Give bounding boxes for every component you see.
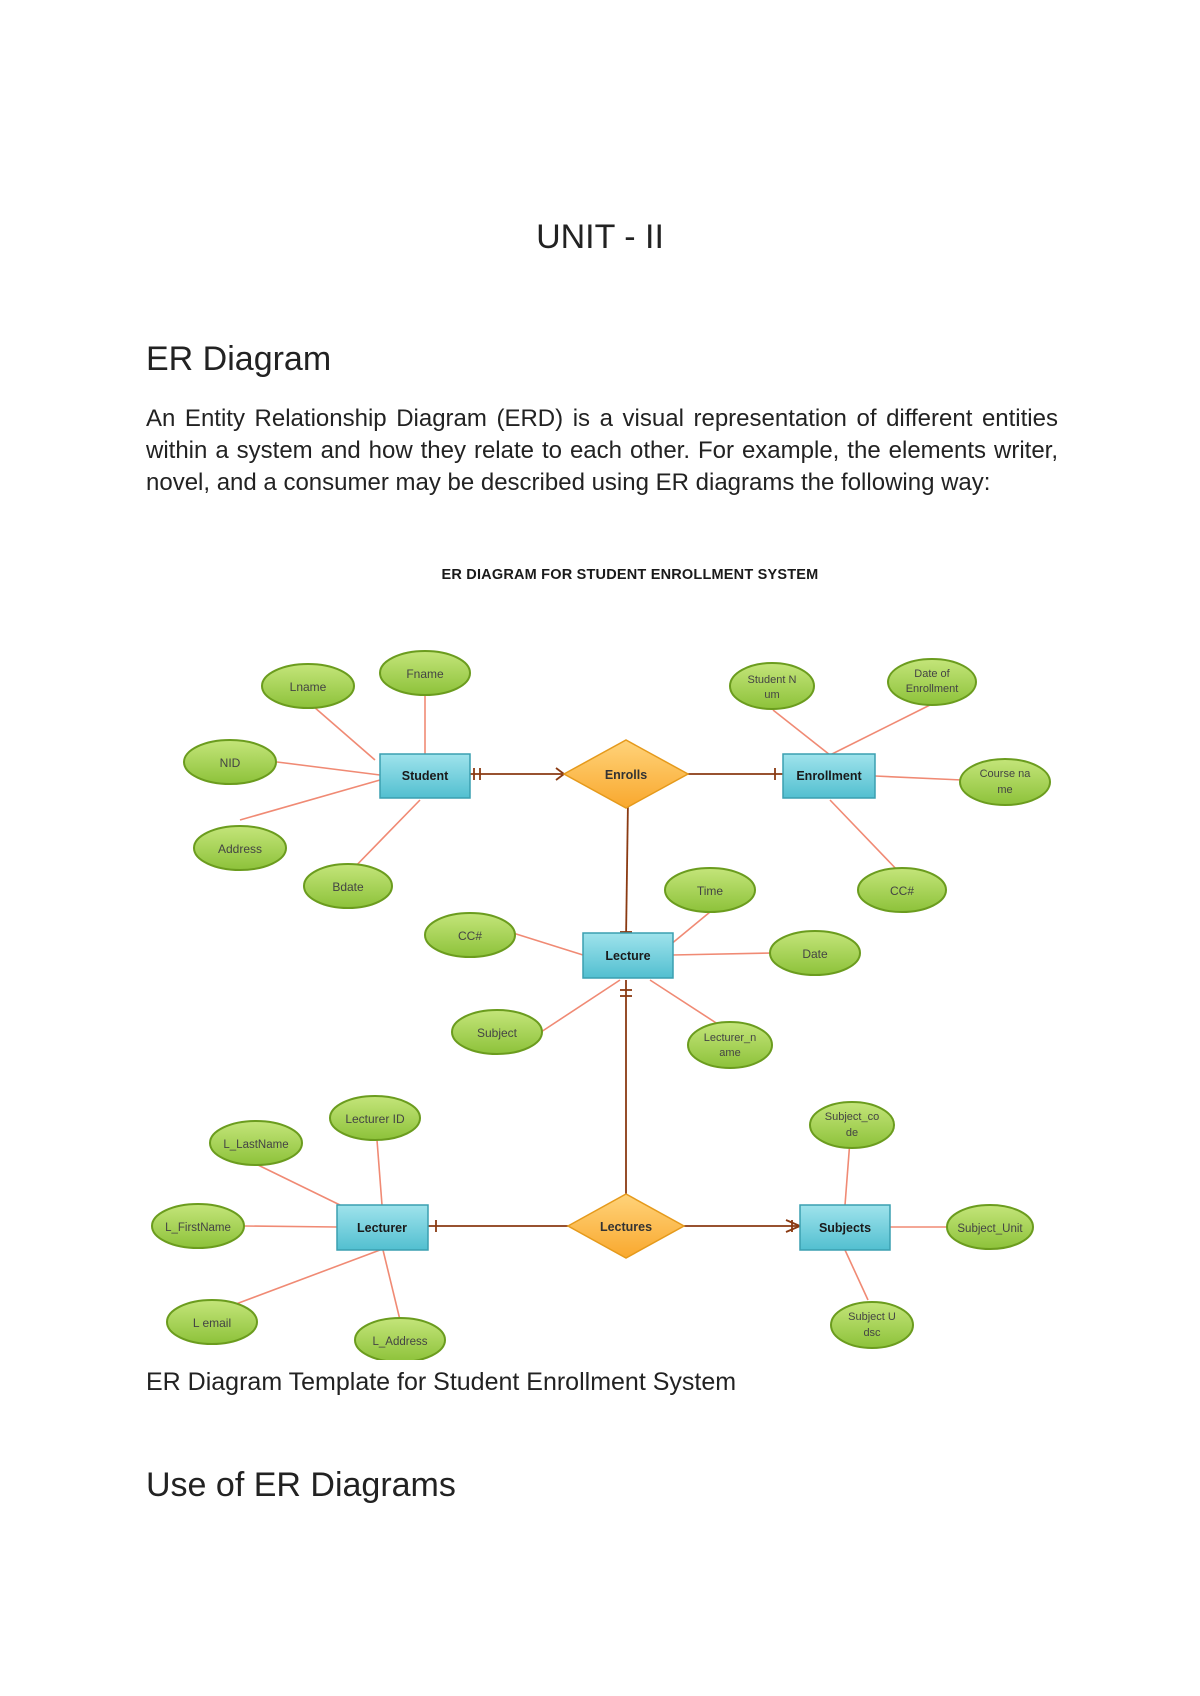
entity-enrollment: Enrollment [782, 753, 876, 799]
svg-text:Fname: Fname [406, 667, 444, 681]
svg-text:L email: L email [193, 1316, 231, 1330]
attribute-date: Date [769, 930, 861, 976]
svg-text:Student N: Student N [748, 674, 797, 686]
attribute-subject: Subject [451, 1009, 543, 1055]
entity-label: Lecture [605, 949, 650, 963]
section-heading-use-of-er-diagrams: Use of ER Diagrams [146, 1466, 456, 1504]
attribute-course-name: Course na me [959, 758, 1051, 806]
entity-label: Subjects [819, 1221, 871, 1235]
svg-text:L_LastName: L_LastName [223, 1139, 288, 1151]
entity-label: Student [402, 769, 449, 783]
attribute-l-lastname: L_LastName [209, 1120, 303, 1166]
attribute-subject-unit: Subject_Unit [946, 1204, 1034, 1250]
attributes: Lname Fname NID Address Bdate Student N … [151, 650, 1051, 1360]
attribute-address: Address [193, 825, 287, 871]
diagram-caption: ER Diagram Template for Student Enrollme… [146, 1368, 737, 1396]
attribute-lecturer-id: Lecturer ID [329, 1095, 421, 1141]
svg-text:Lecturer ID: Lecturer ID [345, 1112, 405, 1126]
relationship-lines [428, 767, 803, 1233]
svg-text:Lecturer_n: Lecturer_n [704, 1032, 757, 1044]
intro-paragraph: An Entity Relationship Diagram (ERD) is … [146, 405, 1058, 496]
entity-label: Lecturer [357, 1221, 407, 1235]
svg-text:CC#: CC# [458, 929, 482, 943]
svg-text:NID: NID [220, 756, 241, 770]
attribute-cc-enrollment: CC# [857, 867, 947, 913]
svg-text:L_Address: L_Address [373, 1336, 428, 1348]
entity-lecture: Lecture [582, 932, 674, 979]
attribute-cc-lecture: CC# [424, 912, 516, 958]
attribute-fname: Fname [379, 650, 471, 696]
attribute-l-firstname: L_FirstName [151, 1203, 245, 1249]
svg-text:Bdate: Bdate [332, 880, 364, 894]
attribute-subject-code: Subject_co de [809, 1101, 895, 1149]
attribute-subject-udesc: Subject U dsc [830, 1301, 914, 1349]
attribute-lecturer-name: Lecturer_n ame [687, 1021, 773, 1069]
attribute-lname: Lname [261, 663, 355, 709]
attribute-date-of-enrollment: Date of Enrollment [887, 658, 977, 706]
svg-text:dsc: dsc [863, 1327, 881, 1339]
attribute-l-email: L email [166, 1299, 258, 1345]
relationship-enrolls: Enrolls [562, 739, 690, 809]
section-heading-er-diagram: ER Diagram [146, 340, 332, 378]
svg-text:L_FirstName: L_FirstName [165, 1222, 231, 1234]
attribute-bdate: Bdate [303, 863, 393, 909]
svg-text:me: me [997, 784, 1012, 796]
entity-student: Student [379, 753, 471, 799]
entity-lecturer: Lecturer [336, 1204, 429, 1251]
svg-text:Date: Date [802, 947, 828, 961]
entity-subjects: Subjects [799, 1204, 891, 1251]
attribute-student-num: Student N um [729, 662, 815, 710]
diagram-title: ER DIAGRAM FOR STUDENT ENROLLMENT SYSTEM [441, 567, 819, 583]
svg-text:Subject_Unit: Subject_Unit [957, 1223, 1023, 1235]
svg-text:Address: Address [218, 842, 262, 856]
svg-text:Course na: Course na [980, 768, 1032, 780]
svg-text:CC#: CC# [890, 884, 914, 898]
svg-text:Subject: Subject [477, 1026, 518, 1040]
svg-text:Lname: Lname [290, 680, 327, 694]
svg-text:Time: Time [697, 884, 724, 898]
svg-text:um: um [764, 689, 779, 701]
er-diagram: Enrolls Lectures Student Enrollment Lect… [151, 650, 1051, 1360]
relationship-label: Lectures [600, 1220, 652, 1234]
svg-text:ame: ame [719, 1047, 740, 1059]
svg-text:Subject_co: Subject_co [825, 1111, 879, 1123]
attribute-lines [219, 690, 963, 1321]
attribute-l-address: L_Address [354, 1317, 446, 1360]
attribute-time: Time [664, 867, 756, 913]
svg-text:Enrollment: Enrollment [906, 683, 959, 695]
relationship-lectures: Lectures [566, 1193, 686, 1259]
relationship-label: Enrolls [605, 768, 647, 782]
unit-title: UNIT - II [536, 218, 664, 256]
attribute-nid: NID [183, 739, 277, 785]
svg-text:Subject U: Subject U [848, 1311, 896, 1323]
svg-text:Date of: Date of [914, 668, 950, 680]
svg-text:de: de [846, 1127, 858, 1139]
entity-label: Enrollment [796, 769, 862, 783]
